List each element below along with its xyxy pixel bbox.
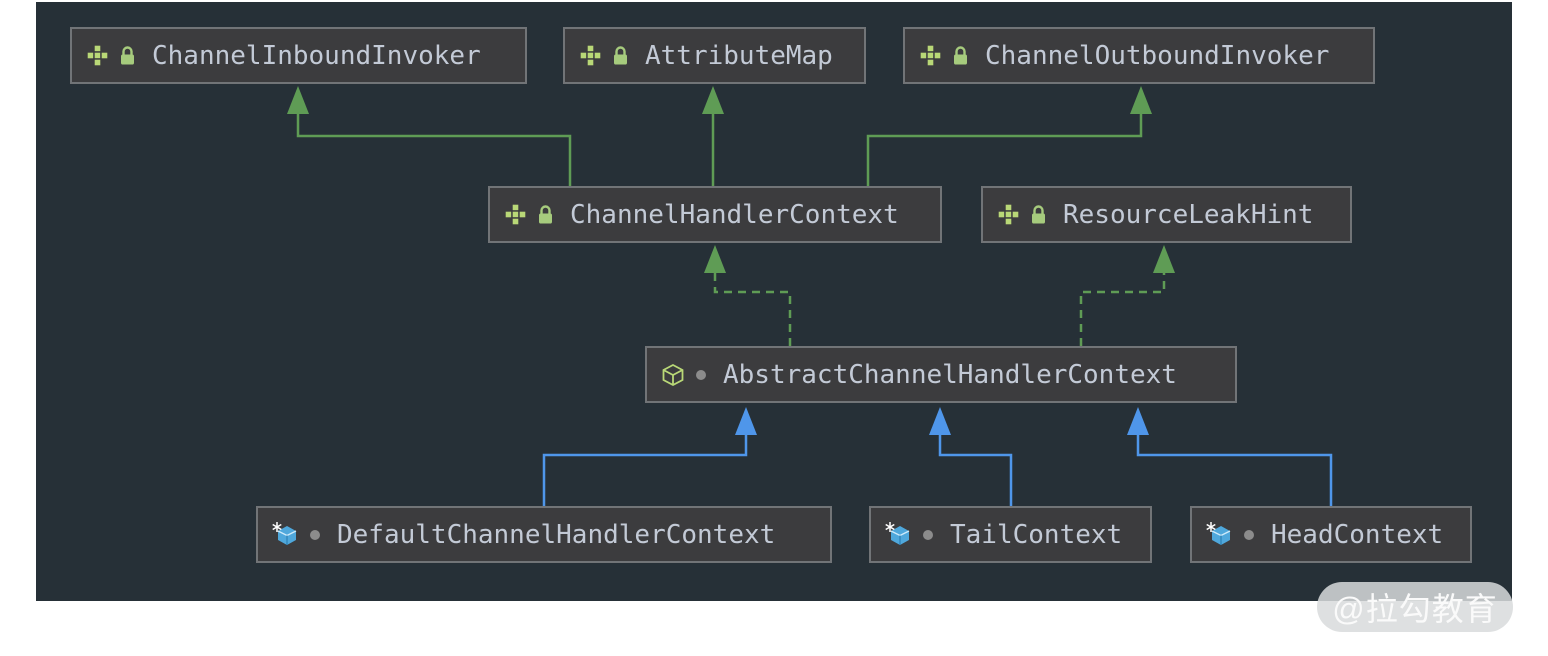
node-label: ChannelHandlerContext (570, 199, 899, 230)
package-private-dot-icon (922, 529, 934, 541)
node-channel-inbound-invoker[interactable]: ChannelInboundInvoker (70, 27, 527, 84)
interface-icon (919, 44, 942, 67)
watermark-badge: @拉勾教育 (1317, 582, 1513, 632)
node-label: AbstractChannelHandlerContext (723, 359, 1177, 390)
node-channel-handler-context[interactable]: ChannelHandlerContext (488, 186, 942, 243)
node-default-channel-handler-context[interactable]: DefaultChannelHandlerContext (256, 506, 832, 563)
final-snowflake-badge (885, 522, 895, 532)
lock-icon (952, 45, 969, 66)
node-attribute-map[interactable]: AttributeMap (563, 27, 866, 84)
interface-icon (579, 44, 602, 67)
interface-icon (504, 203, 527, 226)
final-snowflake-badge (272, 522, 282, 532)
package-private-dot-icon (695, 369, 707, 381)
node-label: ChannelOutboundInvoker (985, 40, 1330, 71)
final-snowflake-badge (1206, 522, 1216, 532)
interface-icon (997, 203, 1020, 226)
node-channel-outbound-invoker[interactable]: ChannelOutboundInvoker (903, 27, 1375, 84)
node-resource-leak-hint[interactable]: ResourceLeakHint (981, 186, 1352, 243)
node-head-context[interactable]: HeadContext (1190, 506, 1472, 563)
node-abstract-channel-handler-context[interactable]: AbstractChannelHandlerContext (645, 346, 1237, 403)
final-class-icon (885, 522, 912, 547)
watermark-text: @拉勾教育 (1332, 591, 1498, 627)
node-label: ResourceLeakHint (1063, 199, 1314, 230)
node-tail-context[interactable]: TailContext (869, 506, 1152, 563)
final-class-icon (1206, 522, 1233, 547)
node-label: DefaultChannelHandlerContext (337, 519, 776, 550)
node-label: HeadContext (1271, 519, 1444, 550)
final-class-icon (272, 522, 299, 547)
node-label: ChannelInboundInvoker (152, 40, 481, 71)
interface-icon (86, 44, 109, 67)
package-private-dot-icon (1243, 529, 1255, 541)
lock-icon (119, 45, 136, 66)
lock-icon (537, 204, 554, 225)
node-label: AttributeMap (645, 40, 833, 71)
lock-icon (1030, 204, 1047, 225)
abstract-class-icon (661, 363, 685, 387)
package-private-dot-icon (309, 529, 321, 541)
node-label: TailContext (950, 519, 1123, 550)
lock-icon (612, 45, 629, 66)
